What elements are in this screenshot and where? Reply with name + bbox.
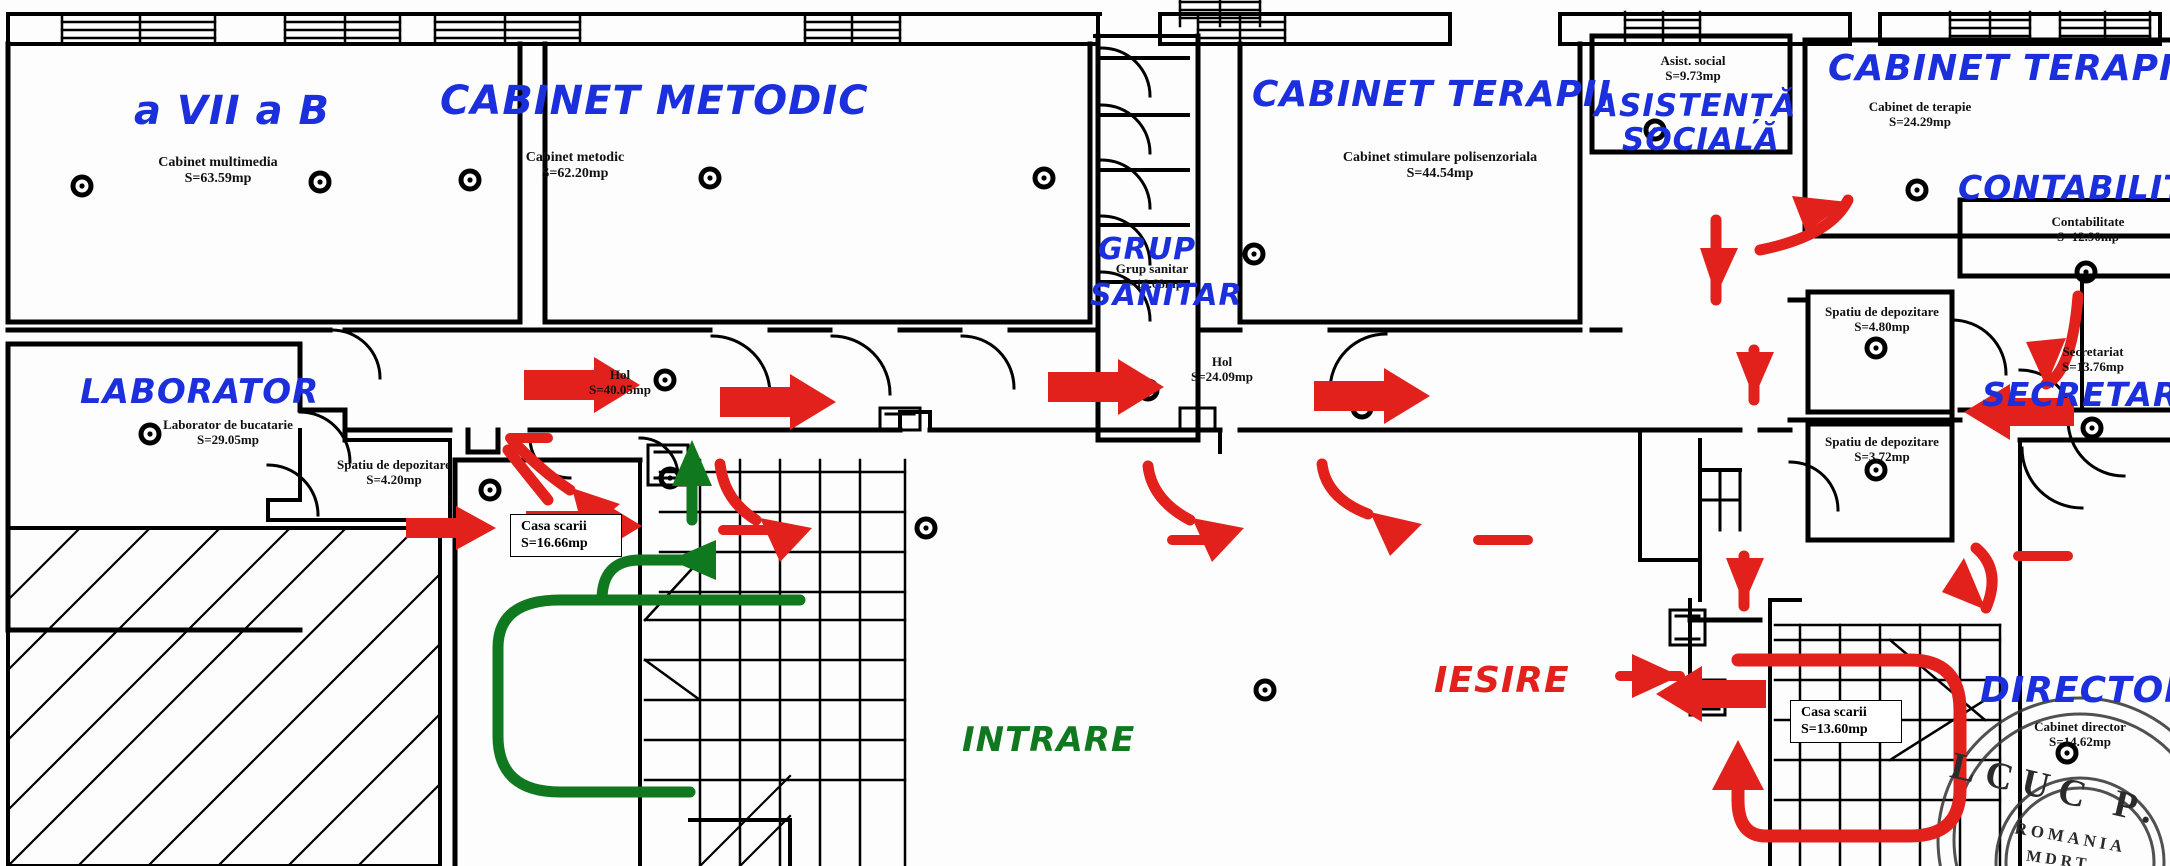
room-area: S=13.60mp xyxy=(1801,721,1868,737)
room-label-r9: Cabinet director S=14.62mp xyxy=(1990,719,2170,749)
hand-label-sociala: SOCIALĂ xyxy=(1622,122,1780,158)
room-label-r7: Contabilitate S=12.90mp xyxy=(2000,214,2170,244)
room-area: S=12.90mp xyxy=(2057,228,2119,244)
room-name: Casa scarii xyxy=(1801,705,1867,720)
hand-label-contabilitate: CONTABILITATE xyxy=(1958,168,2170,207)
hand-label-asistenta: ASISTENȚĂ xyxy=(1594,88,1797,124)
room-area: S=4.80mp xyxy=(1854,318,1910,334)
hand-label-sanitar: SANITAR xyxy=(1090,278,1243,313)
room-area: S=40.05mp xyxy=(589,381,651,397)
hand-label-grup: GRUP xyxy=(1098,232,1197,267)
room-label-r15: Hol S=24.09mp xyxy=(1162,354,1282,384)
room-label-r4: Cabinet stimulare polisenzoriala S=44.54… xyxy=(1300,150,1580,181)
room-name: Casa scarii xyxy=(521,519,587,534)
room-label-r2: Cabinet metodic S=62.20mp xyxy=(485,150,665,181)
room-label-r8: Secretariat S=13.76mp xyxy=(2005,344,2170,374)
room-name: Spatiu de depozitare xyxy=(337,457,451,472)
room-name: Cabinet de terapie xyxy=(1868,99,1972,114)
room-area: S=16.68mp xyxy=(1121,275,1183,291)
hand-label-cabinet-terapii-2: CABINET TERAPII xyxy=(1828,48,2170,89)
room-name: Grup sanitar xyxy=(1115,261,1189,276)
room-name: Spatiu de depozitare xyxy=(1825,434,1939,449)
room-label-r5: Asist. social S=9.73mp xyxy=(1608,53,1778,83)
room-area: S=29.05mp xyxy=(197,431,259,447)
room-name: Spatiu de depozitare xyxy=(1825,304,1939,319)
room-label-r11: Spatiu de depozitare S=4.20mp xyxy=(300,457,488,487)
room-area: S=3.72mp xyxy=(1854,448,1910,464)
room-name: Asist. social xyxy=(1660,53,1726,68)
room-label-r1: Cabinet multimedia S=63.59mp xyxy=(128,155,308,186)
ceiling-fixture-symbols xyxy=(70,118,2104,765)
hand-label-secretariat: SECRETARIAT xyxy=(1982,375,2170,414)
room-label-r16: Casa scarii S=16.66mp xyxy=(510,514,622,558)
room-area: S=9.73mp xyxy=(1665,67,1721,83)
room-name: Secretariat xyxy=(2062,344,2124,359)
room-name: Cabinet metodic xyxy=(525,150,625,165)
room-name: Cabinet stimulare polisenzoriala xyxy=(1342,150,1538,165)
room-name: Hol xyxy=(609,367,631,382)
room-label-r10: Laborator de bucatarie S=29.05mp xyxy=(128,417,328,447)
room-name: Cabinet director xyxy=(2034,719,2126,734)
room-area: S=62.20mp xyxy=(541,165,609,181)
room-area: S=24.09mp xyxy=(1191,368,1253,384)
hand-label-cabinet-terapii-1: CABINET TERAPII xyxy=(1252,74,1612,115)
room-label-r3: Grup sanitar S=16.68mp xyxy=(1062,261,1242,291)
hand-label-laborator: LABORATOR xyxy=(80,372,320,412)
room-area: S=63.59mp xyxy=(184,170,252,186)
room-area: S=24.29mp xyxy=(1889,113,1951,129)
room-area: S=14.62mp xyxy=(2049,733,2111,749)
room-label-r14: Hol S=40.05mp xyxy=(560,367,680,397)
room-label-r12: Spatiu de depozitare S=4.80mp xyxy=(1790,304,1974,334)
room-area: S=13.76mp xyxy=(2062,358,2124,374)
room-area: S=44.54mp xyxy=(1406,165,1474,181)
room-label-r6: Cabinet de terapie S=24.29mp xyxy=(1830,99,2010,129)
room-label-r13: Spatiu de depozitare S=3.72mp xyxy=(1790,434,1974,464)
hand-label-intrare: INTRARE xyxy=(962,720,1136,760)
room-label-r17: Casa scarii S=13.60mp xyxy=(1790,700,1902,744)
hand-label-cabinet-metodic: CABINET METODIC xyxy=(440,78,869,124)
hand-label-director: DIRECTOR xyxy=(1980,670,2170,711)
room-name: Cabinet multimedia xyxy=(158,155,278,170)
hand-label-a-vii-a-b: a VII a B xyxy=(134,88,330,134)
room-name: Hol xyxy=(1211,354,1233,369)
room-name: Laborator de bucatarie xyxy=(163,417,293,432)
room-area: S=16.66mp xyxy=(521,535,588,551)
room-area: S=4.20mp xyxy=(366,471,422,487)
hand-label-iesire: IESIRE xyxy=(1434,660,1570,701)
official-stamp xyxy=(1936,696,2170,866)
room-name: Contabilitate xyxy=(2051,214,2125,229)
